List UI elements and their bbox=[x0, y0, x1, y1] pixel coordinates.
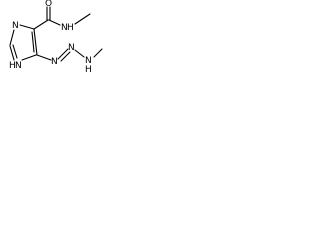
atom-h-amide: H bbox=[67, 23, 74, 33]
bond-n1-c5 bbox=[21, 54, 37, 61]
bond-c4-carbonyl bbox=[33, 19, 49, 30]
atom-n-amide: N bbox=[61, 23, 68, 33]
atom-n-ring-1: N bbox=[12, 21, 19, 31]
bond-c5-c4-inner bbox=[31, 31, 35, 53]
bond-c2-n1-double bbox=[12, 44, 18, 59]
atom-h-triazene: H bbox=[85, 65, 92, 75]
bond-azo-double-a bbox=[57, 48, 69, 60]
atom-n-azo-2: N bbox=[68, 43, 75, 53]
bond-nh-methyl bbox=[93, 48, 103, 58]
bond-c4-n3 bbox=[19, 24, 35, 30]
bond-c5-azo bbox=[36, 54, 52, 61]
bond-amide-methyl bbox=[74, 13, 91, 25]
bond-n3-c2 bbox=[9, 29, 15, 46]
atom-n-azo-1: N bbox=[51, 57, 58, 67]
bond-c5-c4 bbox=[33, 28, 38, 56]
structure-drawing: O N H N H N N N N H bbox=[9, 0, 103, 75]
bond-c2-n1 bbox=[9, 45, 15, 61]
atom-n-triazene-h: N bbox=[85, 56, 92, 66]
bond-azo-double-b bbox=[60, 51, 71, 62]
atom-h-ring-3: H bbox=[9, 61, 16, 71]
atom-o-carbonyl: O bbox=[45, 0, 52, 9]
molecule-structure: O N H N H N N N N H bbox=[0, 0, 103, 90]
bond-azo-nh bbox=[74, 49, 85, 58]
atom-n-ring-3: N bbox=[15, 61, 22, 71]
bond-carbonyl-amide bbox=[48, 19, 61, 26]
